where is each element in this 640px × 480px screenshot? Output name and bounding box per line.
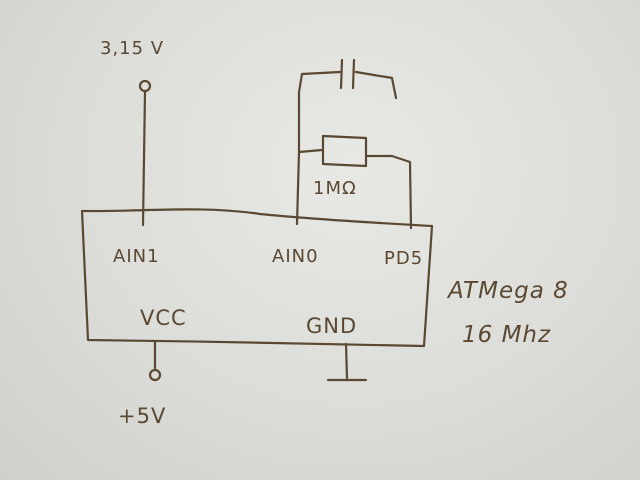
resistor-wire-right <box>365 154 413 230</box>
capacitor-wire-right <box>354 70 398 100</box>
chip-clock-label: 16 Mhz <box>462 322 552 348</box>
microcontroller-box <box>80 208 434 348</box>
pin-pd5-label: PD5 <box>384 248 424 269</box>
pin-gnd-label: GND <box>306 314 358 338</box>
pin-ain0-label: AIN0 <box>272 246 319 267</box>
resistor-body <box>321 134 368 168</box>
resistor-label: 1MΩ <box>313 178 357 199</box>
capacitor-plate-right <box>351 58 356 90</box>
wire-gnd <box>344 342 349 380</box>
chip-name-label: ATMega 8 <box>448 278 569 304</box>
supply-terminal-bottom <box>148 368 162 382</box>
supply-terminal-top <box>138 79 152 93</box>
supply-voltage-top-label: 3,15 V <box>100 38 165 59</box>
pin-ain1-label: AIN1 <box>113 246 160 267</box>
resistor-wire-left <box>297 148 324 154</box>
wire-ain0 <box>295 70 342 226</box>
supply-voltage-bottom-label: +5V <box>118 404 167 428</box>
wire-ain1 <box>141 90 147 227</box>
capacitor-plate-left <box>339 58 344 90</box>
pin-vcc-label: VCC <box>140 306 187 330</box>
